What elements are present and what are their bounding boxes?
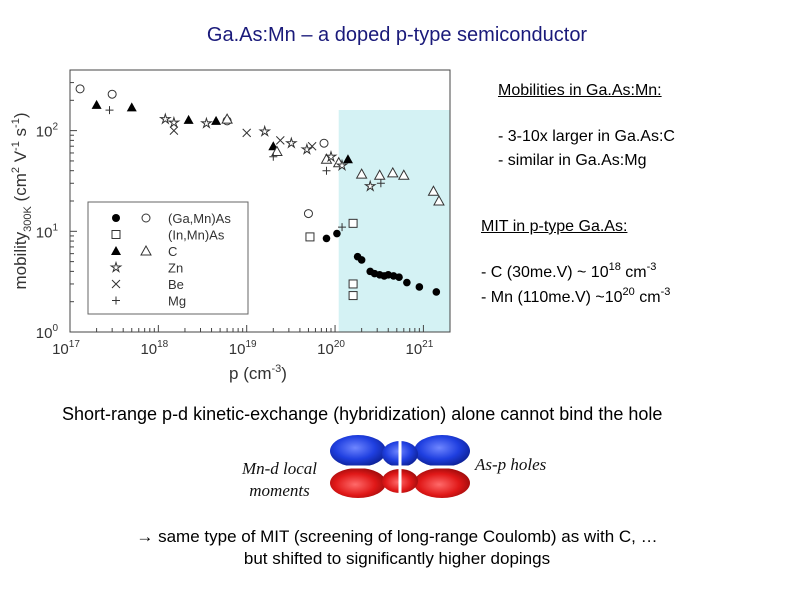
data-point-filled-circle xyxy=(357,256,366,264)
data-point-star xyxy=(258,124,272,137)
data-point-open-triangle xyxy=(397,169,410,180)
data-point-filled-triangle xyxy=(342,154,353,164)
data-point-open-square xyxy=(348,279,358,289)
data-point-cross xyxy=(242,128,252,138)
legend-marker-star xyxy=(109,260,123,273)
mit-c-exp: 18 xyxy=(608,261,621,273)
orbital-lobe-bottom-left xyxy=(330,468,386,498)
data-point-filled-triangle xyxy=(91,99,102,109)
x-tick-label: 1020 xyxy=(317,339,345,358)
data-point-open-triangle xyxy=(221,113,233,124)
legend-marker-cross xyxy=(111,279,121,289)
legend-label: Zn xyxy=(168,261,183,276)
orbital-lobe-top-left xyxy=(330,435,386,467)
y-tick-label: 102 xyxy=(36,122,59,141)
data-point-open-triangle xyxy=(355,168,368,179)
data-point-cross xyxy=(275,136,285,145)
mit-line-mn: - Mn (110me.V) ~1020 cm-3 xyxy=(481,286,671,307)
data-point-open-square xyxy=(348,291,358,301)
conclusion-line-1: → same type of MIT (screening of long-ra… xyxy=(136,527,658,546)
data-point-cross xyxy=(169,126,179,135)
data-point-filled-triangle xyxy=(126,102,137,112)
slide-title: Ga.As:Mn – a doped p-type semiconductor xyxy=(206,24,588,46)
data-point-open-square xyxy=(348,218,358,228)
legend-label: (In,Mn)As xyxy=(168,228,225,243)
data-point-open-triangle xyxy=(433,194,445,206)
legend-marker-filled-circle xyxy=(112,214,120,222)
data-point-star xyxy=(300,142,314,155)
mobility-chart: 1017 1018 1019 1020 1021 100 101 102 p (cm-3) mob… xyxy=(10,69,451,383)
x-axis-label: p (cm-3) xyxy=(229,363,287,383)
mit-mn-exp: 20 xyxy=(622,286,635,298)
mit-mn-prefix: - Mn (110me.V) ~10 xyxy=(481,289,623,306)
data-point-cross xyxy=(307,141,317,151)
x-tick-label: 1021 xyxy=(405,339,433,358)
data-point-open-circle xyxy=(107,89,117,99)
data-point-open-circle xyxy=(303,209,313,219)
mit-c-unit: cm xyxy=(620,264,647,281)
legend-marker-open-circle xyxy=(141,213,151,223)
legend-label: (Ga,Mn)As xyxy=(168,211,231,226)
legend-label: Be xyxy=(168,277,184,292)
legend-label: Mg xyxy=(168,294,186,309)
data-point-open-triangle xyxy=(427,185,440,196)
data-point-star xyxy=(335,158,349,172)
data-point-filled-circle xyxy=(333,229,341,238)
mobility-line-1: - 3-10x larger in Ga.As:C xyxy=(498,128,675,145)
orbital-lobe-bottom-right xyxy=(414,468,470,498)
mit-mn-unit-exp: -3 xyxy=(660,286,671,298)
data-point-filled-triangle xyxy=(211,115,222,125)
data-point-plus xyxy=(322,166,331,175)
data-point-filled-circle xyxy=(432,288,441,296)
data-point-filled-circle xyxy=(415,283,424,291)
data-point-star xyxy=(200,116,213,129)
legend-marker-open-square xyxy=(111,230,121,239)
data-point-filled-circle xyxy=(403,278,411,287)
orbital-diagram xyxy=(326,434,474,500)
legend-label: C xyxy=(168,244,177,259)
mobility-line-2: - similar in Ga.As:Mg xyxy=(498,152,647,169)
data-point-plus xyxy=(269,152,278,161)
y-axis-label: mobility300K (cm2 V-1 s-1) xyxy=(10,112,34,289)
data-point-plus xyxy=(338,223,347,232)
y-tick-label: 100 xyxy=(36,323,59,342)
data-point-star xyxy=(167,115,181,129)
mit-c-unit-exp: -3 xyxy=(646,261,657,273)
orbital-lobe-top-right xyxy=(414,435,470,467)
conclusion-line-2: but shifted to significantly higher dopi… xyxy=(243,549,551,568)
data-point-star xyxy=(285,136,298,149)
data-point-open-triangle xyxy=(271,145,283,157)
legend-marker-filled-triangle xyxy=(111,246,121,255)
data-point-star xyxy=(363,179,377,192)
mit-heading: MIT in p-type Ga.As: xyxy=(481,218,628,235)
data-point-plus xyxy=(105,106,114,115)
data-point-filled-triangle xyxy=(183,114,194,124)
data-point-open-triangle xyxy=(386,166,399,178)
data-point-open-circle xyxy=(75,84,85,94)
data-point-filled-circle xyxy=(395,273,403,282)
x-tick-label: 1019 xyxy=(229,339,257,358)
data-point-open-circle xyxy=(319,138,329,148)
x-tick-label: 1017 xyxy=(52,339,80,358)
y-tick-label: 101 xyxy=(36,222,59,241)
orbital-left-label: Mn-d local moments xyxy=(241,459,318,500)
orbital-right-label: As-p holes xyxy=(475,455,547,474)
legend-marker-open-triangle xyxy=(140,244,152,256)
data-point-open-square xyxy=(305,232,315,242)
mobility-heading: Mobilities in Ga.As:Mn: xyxy=(498,82,662,99)
legend-marker-plus xyxy=(112,296,120,305)
data-point-star xyxy=(158,112,172,125)
data-point-plus xyxy=(376,179,385,188)
statement-text: Short-range p-d kinetic-exchange (hybrid… xyxy=(62,404,663,424)
mit-c-prefix: - C (30me.V) ~ 10 xyxy=(481,264,609,281)
data-point-star xyxy=(324,150,338,163)
mit-mn-unit: cm xyxy=(634,289,661,306)
x-tick-label: 1018 xyxy=(140,339,168,358)
data-point-filled-circle xyxy=(322,234,331,243)
data-point-open-triangle xyxy=(373,169,386,180)
mit-line-c: - C (30me.V) ~ 1018 cm-3 xyxy=(481,261,657,282)
